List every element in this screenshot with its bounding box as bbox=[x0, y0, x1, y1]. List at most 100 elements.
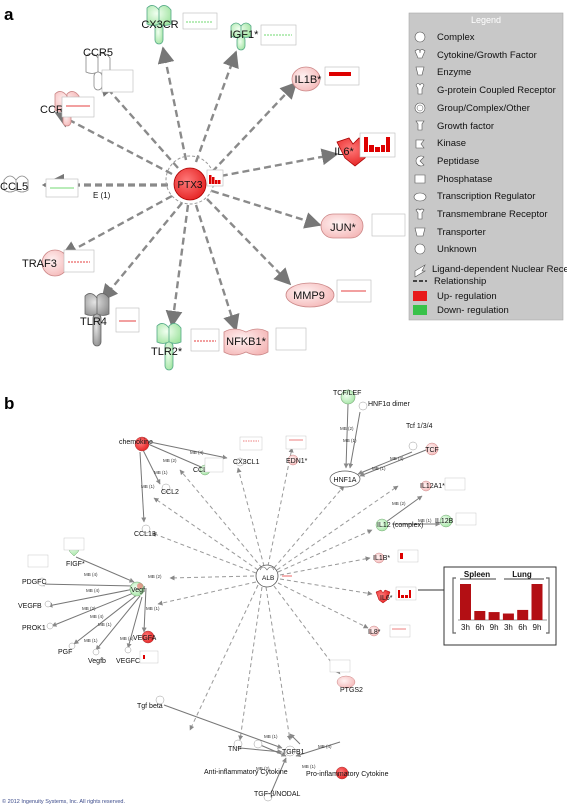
edge-label: MB (1) bbox=[141, 484, 155, 489]
node-traf3-label: TRAF3 bbox=[22, 258, 57, 270]
inset-tick-label: 6h bbox=[475, 623, 484, 632]
node-cx3cr[interactable]: CX3CR bbox=[141, 5, 218, 45]
node-il6-b-label: IL6* bbox=[380, 595, 393, 602]
edge-label: MB (2) bbox=[340, 426, 354, 431]
legend-item: Growth factor bbox=[437, 121, 494, 132]
node-tnf[interactable]: TNF bbox=[228, 739, 243, 753]
node-mmp9[interactable]: MMP9 bbox=[285, 279, 372, 308]
legend-item: Complex bbox=[437, 32, 475, 43]
node-ccl5b[interactable]: CCL5* bbox=[193, 457, 224, 476]
node-ptx3[interactable]: PTX3 bbox=[165, 155, 224, 205]
edge-label: MB (1) bbox=[84, 638, 98, 643]
node-vegfb-label: VEGFB bbox=[18, 603, 42, 610]
node-vegfb[interactable]: VEGFB bbox=[18, 600, 52, 610]
node-vegf[interactable]: Vegf bbox=[129, 581, 145, 597]
node-chemokine-label: chemokine bbox=[119, 439, 153, 446]
node-tcf134[interactable]: Tcf 1/3/4 bbox=[406, 423, 433, 451]
node-tgf-nodal-label: TGF-β/NODAL bbox=[254, 791, 301, 798]
node-ccl2[interactable]: CCL2 bbox=[161, 483, 179, 496]
legend-item: Phosphatase bbox=[437, 174, 492, 185]
node-jun[interactable]: JUN* bbox=[320, 213, 406, 239]
node-hnf1a-dimer-label: HNF1α dimer bbox=[368, 401, 410, 408]
node-tlr2-label: TLR2* bbox=[151, 346, 183, 358]
cytokine-icon bbox=[414, 49, 426, 59]
edge-label: MB (4) bbox=[190, 450, 204, 455]
node-vegfc[interactable]: VEGFC bbox=[116, 646, 140, 665]
node-pdgfc[interactable]: PDGFC bbox=[22, 577, 47, 587]
panel-a-label: a bbox=[4, 5, 14, 24]
node-il6-label: IL6* bbox=[334, 146, 354, 158]
node-pgf-label: PGF bbox=[58, 649, 72, 656]
legend-item: G-protein Coupled Receptor bbox=[437, 85, 556, 96]
phosphatase-icon bbox=[414, 174, 426, 184]
node-traf3[interactable]: TRAF3 bbox=[22, 249, 95, 277]
edge-label: MB (1) bbox=[372, 466, 386, 471]
node-vegfa[interactable]: VEGFA bbox=[133, 630, 159, 664]
legend-up: Up- regulation bbox=[437, 291, 497, 302]
gpcr-icon bbox=[415, 83, 425, 95]
enzyme-icon bbox=[415, 66, 425, 76]
node-alb-label: ALB bbox=[262, 575, 274, 582]
node-anti-inflammatory[interactable]: Anti-inflammatory Cytokine bbox=[204, 739, 288, 776]
node-tcf-lef-label: TCF/LEF bbox=[333, 390, 361, 397]
node-figf[interactable]: FIGF* bbox=[27, 537, 85, 568]
node-ccl13-label: CCL13 bbox=[134, 531, 156, 538]
nuclear-receptor-icon bbox=[414, 264, 427, 278]
node-hnf1a-dimer[interactable]: HNF1α dimer bbox=[358, 401, 410, 411]
legend-item: Group/Complex/Other bbox=[437, 103, 530, 114]
node-igf1[interactable]: IGF1* bbox=[230, 22, 297, 51]
edge-label: MB (4) bbox=[318, 744, 332, 749]
node-ccl5[interactable]: CCL5 bbox=[0, 175, 79, 198]
inset-group-spleen: Spleen bbox=[464, 570, 490, 579]
node-edn1[interactable]: EDN1* bbox=[285, 435, 308, 466]
node-il12a1-label: IL12A1* bbox=[420, 483, 445, 490]
inset-tick-label: 3h bbox=[504, 623, 513, 632]
node-tcf[interactable]: TCF bbox=[425, 442, 439, 456]
node-nfkb1[interactable]: NFKB1* bbox=[223, 327, 307, 356]
copyright: © 2012 Ingenuity Systems, Inc. All right… bbox=[2, 798, 125, 805]
node-il1b[interactable]: IL1B* bbox=[291, 66, 360, 92]
node-prok1[interactable]: PROK1 bbox=[22, 622, 54, 632]
node-vegfb-lower[interactable]: Vegfb bbox=[88, 648, 106, 665]
node-cx3cl1[interactable]: CX3CL1 bbox=[233, 436, 263, 467]
legend-relationship: Relationship bbox=[434, 276, 486, 287]
node-vegfb-lower-label: Vegfb bbox=[88, 658, 106, 665]
edge-label: MB (4) bbox=[90, 614, 104, 619]
node-tgf-beta[interactable]: Tgf beta bbox=[137, 695, 165, 710]
node-hnf1a[interactable]: HNF1A bbox=[329, 470, 361, 488]
node-ccr2[interactable]: CCR2 bbox=[40, 91, 95, 127]
node-il6[interactable]: IL6* bbox=[334, 132, 396, 167]
node-tgfb1[interactable]: TGFB1 bbox=[282, 745, 305, 757]
unknown-icon bbox=[414, 243, 426, 255]
inset-tick-label: 9h bbox=[533, 623, 542, 632]
node-il12b[interactable]: IL12B bbox=[435, 512, 477, 528]
node-tlr4[interactable]: TLR4 bbox=[80, 293, 140, 347]
edge-label: MB (4) bbox=[86, 588, 100, 593]
node-pro-inflammatory[interactable]: Pro-inflammatory Cytokine bbox=[306, 766, 389, 780]
panel-b-label: b bbox=[4, 394, 14, 413]
node-il12a1[interactable]: IL12A1* bbox=[420, 477, 466, 492]
node-cx3cr-label: CX3CR bbox=[141, 19, 178, 31]
node-chemokine[interactable]: chemokine bbox=[119, 436, 153, 452]
node-il1b-label: IL1B* bbox=[295, 74, 323, 86]
node-alb[interactable]: ALB bbox=[255, 564, 292, 588]
group-icon bbox=[414, 102, 426, 114]
node-tgf-nodal[interactable]: TGF-β/NODAL bbox=[254, 791, 301, 802]
edge-label: MB (1) bbox=[98, 622, 112, 627]
node-tcf-lef[interactable]: TCF/LEF bbox=[333, 389, 361, 405]
node-il8[interactable]: IL8* bbox=[368, 624, 411, 638]
node-ccl13[interactable]: CCL13 bbox=[134, 524, 156, 538]
edge-label-e1: E (1) bbox=[93, 191, 111, 200]
node-ptgs2[interactable]: PTGS2 bbox=[329, 659, 363, 694]
node-ccl5b-label: CCL5* bbox=[193, 467, 214, 474]
node-il12-complex[interactable]: IL12 (complex) bbox=[375, 518, 423, 532]
node-tlr2[interactable]: TLR2* bbox=[151, 323, 220, 371]
node-nfkb1-label: NFKB1* bbox=[226, 336, 266, 348]
node-pgf[interactable]: PGF bbox=[58, 642, 76, 656]
node-ccr5-label: CCR5 bbox=[83, 47, 113, 59]
node-il1b-b[interactable]: IL1B* bbox=[373, 549, 419, 564]
node-ccr5[interactable]: CCR5 bbox=[83, 47, 134, 93]
node-il6-b[interactable]: IL6* bbox=[375, 586, 417, 604]
kinase-icon bbox=[415, 139, 425, 149]
